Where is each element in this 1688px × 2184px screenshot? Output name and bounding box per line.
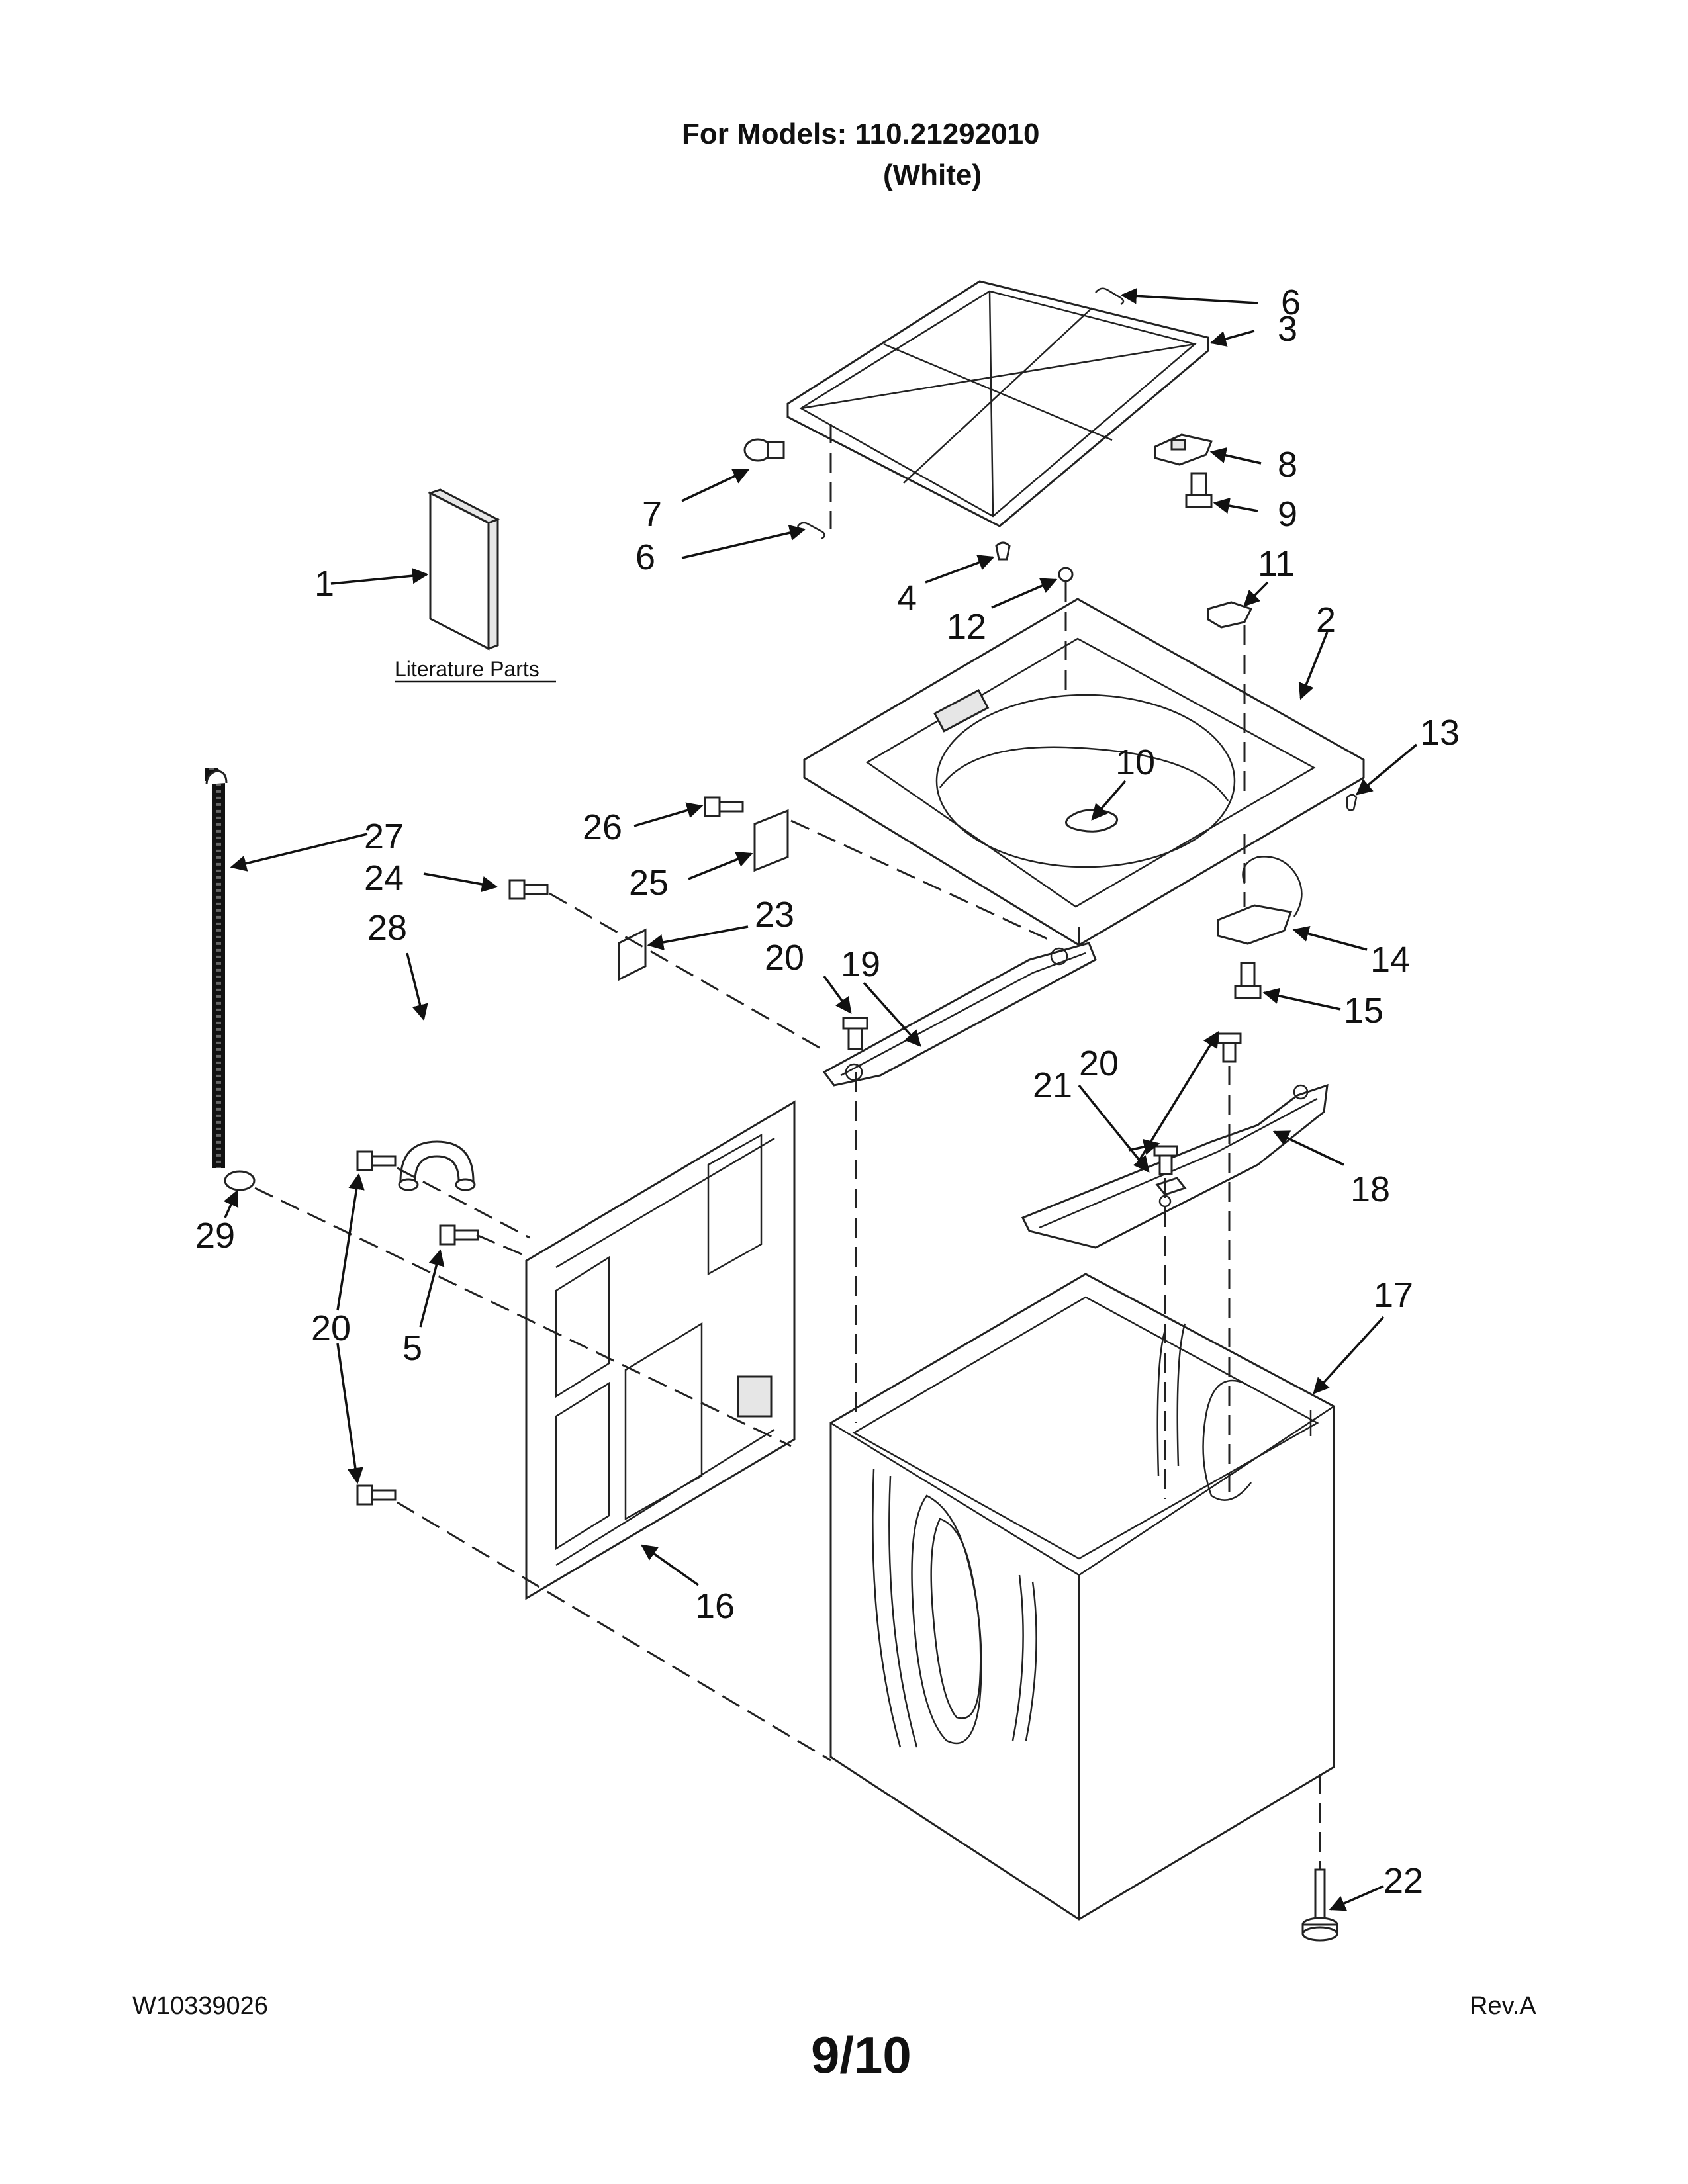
screw-part-20-center <box>842 1017 868 1050</box>
screw-part-9 <box>1185 472 1213 508</box>
callout-5: 5 <box>402 1328 422 1368</box>
lid-bumper-part-7 <box>743 438 785 462</box>
page-number: 9/10 <box>811 2026 912 2084</box>
callout-13: 13 <box>1420 713 1460 752</box>
callout-18: 18 <box>1350 1169 1390 1209</box>
lid-switch-part-14 <box>1217 856 1303 945</box>
clip-part-13 <box>1346 794 1358 811</box>
document-number: W10339026 <box>132 1992 268 2020</box>
callout-23: 23 <box>755 895 794 934</box>
literature-parts-label: Literature Parts <box>395 657 539 681</box>
hose-clamp-part-29 <box>224 1170 256 1191</box>
brace-part-18 <box>1021 1083 1329 1249</box>
callout-29: 29 <box>195 1216 235 1255</box>
callout-20-right: 20 <box>1079 1044 1119 1083</box>
lid-part-3 <box>786 280 1209 527</box>
screw-part-24 <box>508 879 549 900</box>
callout-3: 3 <box>1278 309 1297 349</box>
revision-label: Rev.A <box>1470 1992 1536 2020</box>
callout-19: 19 <box>841 944 880 984</box>
callout-26: 26 <box>583 807 622 847</box>
color-header: (White) <box>883 159 982 191</box>
models-header: For Models: 110.21292010 <box>682 118 1040 150</box>
hose-connector-part-28 <box>398 1140 476 1191</box>
callout-4: 4 <box>897 578 917 618</box>
callout-6-bottom: 6 <box>635 537 655 577</box>
callout-28: 28 <box>367 908 407 948</box>
callout-15: 15 <box>1344 991 1383 1030</box>
callout-9: 9 <box>1278 494 1297 534</box>
callout-20-center: 20 <box>765 938 804 978</box>
screw-part-20-right-b <box>1217 1032 1242 1063</box>
callout-25: 25 <box>629 863 669 903</box>
screw-part-15 <box>1234 962 1262 999</box>
leader-arrows <box>223 288 1418 1911</box>
rear-panel-part-16 <box>525 1100 796 1600</box>
callout-1: 1 <box>314 564 334 604</box>
leveling-leg-part-22 <box>1301 1868 1338 1942</box>
callout-2: 2 <box>1316 600 1336 640</box>
callout-17: 17 <box>1374 1275 1413 1315</box>
callout-6-top: 6 <box>1281 283 1301 322</box>
callout-24: 24 <box>364 858 404 898</box>
hinge-pin-part-6-top <box>1095 287 1125 306</box>
callout-10: 10 <box>1115 743 1155 782</box>
lid-hinge-part-8 <box>1154 433 1213 466</box>
callout-27: 27 <box>364 817 404 856</box>
screw-part-20-rear-bottom <box>356 1484 397 1506</box>
callout-14: 14 <box>1370 940 1410 979</box>
callout-16: 16 <box>695 1586 735 1626</box>
bracket-part-25 <box>753 809 789 872</box>
bracket-part-23 <box>618 928 647 981</box>
literature-booklet-part-1 <box>428 488 500 651</box>
lid-strike-part-11 <box>1207 601 1253 629</box>
screw-part-26 <box>704 796 744 817</box>
callout-22: 22 <box>1383 1861 1423 1901</box>
screw-part-20-rear-top <box>356 1150 397 1171</box>
callout-12: 12 <box>947 607 986 647</box>
lid-bumper-part-4 <box>995 541 1011 561</box>
drain-hose-part-27 <box>205 768 228 1168</box>
grommet-part-12 <box>1058 567 1074 582</box>
screw-part-5 <box>439 1224 479 1246</box>
hinge-pin-part-6-bottom <box>796 522 825 540</box>
callout-7: 7 <box>642 494 662 534</box>
callout-20-rear: 20 <box>311 1308 351 1348</box>
assembly-dashed-lines <box>254 424 1321 1870</box>
callout-21: 21 <box>1033 1066 1072 1105</box>
callout-8: 8 <box>1278 445 1297 484</box>
screw-part-20-right-a <box>1153 1145 1178 1175</box>
top-panel-part-2 <box>803 598 1365 946</box>
cabinet-part-17 <box>829 1273 1335 1921</box>
callout-11: 11 <box>1258 544 1295 584</box>
